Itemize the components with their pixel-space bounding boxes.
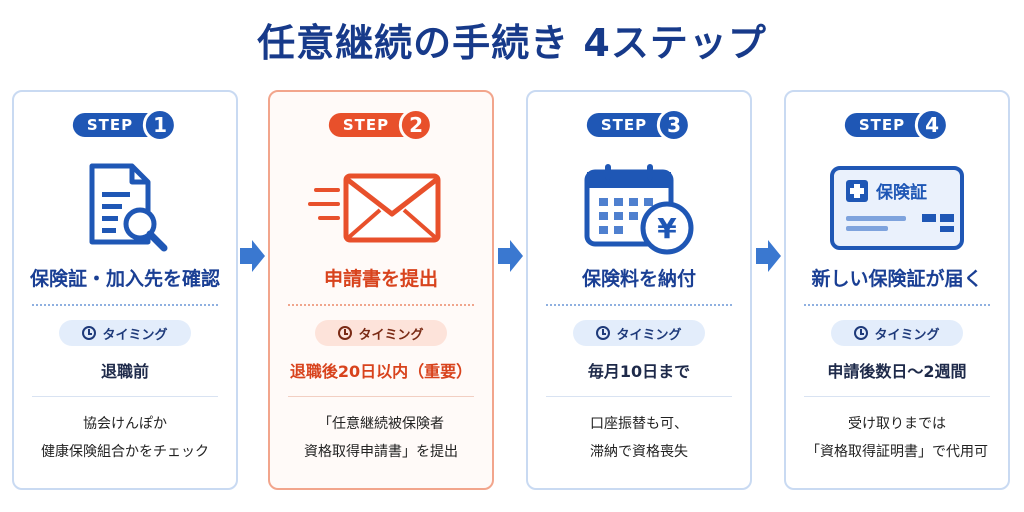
timing-label: タイミング [358, 327, 424, 343]
document-search-icon [89, 163, 168, 252]
timing-label: タイミング [616, 327, 682, 343]
clock-icon [596, 326, 611, 340]
divider [546, 396, 732, 397]
svg-text:¥: ¥ [657, 212, 677, 245]
step-badge: STEP 4 [844, 108, 950, 142]
step-number: 1 [143, 108, 178, 142]
divider [32, 396, 218, 397]
step-description: 協会けんぽか 健康保険組合かをチェック [41, 416, 209, 460]
timing-badge: タイミング [315, 320, 447, 346]
timing-badge: タイミング [831, 320, 963, 346]
clock-icon [854, 326, 869, 340]
dotted-divider [546, 304, 732, 306]
step-card-2: STEP 2 申請書を提出 タイミング 退職後20日以内（重要） 「任意継続被保… [268, 90, 494, 490]
step-label: STEP [844, 113, 928, 137]
step-label: STEP [72, 113, 156, 137]
step-description: 口座振替も可、 滞納で資格喪失 [590, 416, 688, 460]
step-badge: STEP 3 [586, 108, 692, 142]
step-number: 3 [657, 108, 692, 142]
timing-badge: タイミング [59, 320, 191, 346]
calendar-yen-icon: ¥ [584, 164, 694, 255]
step-card-3: STEP 3 ¥ 保険料を納付 タイミング 毎月10日まで 口座振替も可、 滞納… [526, 90, 752, 490]
timing-label: タイミング [874, 327, 940, 343]
dotted-divider [288, 304, 474, 306]
step-badge: STEP 2 [328, 108, 434, 142]
step-title: 保険料を納付 [581, 268, 696, 290]
step-label: STEP [586, 113, 670, 137]
timing-value: 退職前 [100, 362, 149, 381]
card-label: 保険証 [875, 182, 927, 203]
step-card-1: STEP 1 保険証・加入先を確認 タイミング 退職前 協会けんぽか 健康保険組… [12, 90, 238, 490]
step-number: 2 [399, 108, 434, 142]
divider [288, 396, 474, 397]
arrow-right-icon [240, 240, 265, 272]
step-number: 4 [915, 108, 950, 142]
envelope-icon [308, 173, 441, 243]
dotted-divider [804, 304, 990, 306]
step-title: 申請書を提出 [323, 268, 438, 290]
step-title: 保険証・加入先を確認 [29, 268, 220, 290]
timing-label: タイミング [102, 327, 168, 343]
arrow-right-icon [756, 240, 781, 272]
step-card-4: STEP 4 保険証 新しい保険証が届く タイミング 申請後数日〜2週間 受け取… [784, 90, 1010, 490]
insurance-card-icon: 保険証 [830, 166, 964, 250]
page-title: 任意継続の手続き 4ステップ [257, 21, 767, 65]
step-title: 新しい保険証が届く [811, 268, 983, 290]
clock-icon [338, 326, 353, 340]
step-badge: STEP 1 [72, 108, 178, 142]
step-description: 受け取りまでは 「資格取得証明書」で代用可 [806, 416, 988, 460]
timing-badge: タイミング [573, 320, 705, 346]
dotted-divider [32, 304, 218, 306]
clock-icon [82, 326, 97, 340]
step-label: STEP [328, 113, 412, 137]
divider [804, 396, 990, 397]
arrow-right-icon [498, 240, 523, 272]
timing-value: 退職後20日以内（重要） [289, 362, 473, 381]
timing-value: 毎月10日まで [587, 362, 691, 381]
timing-value: 申請後数日〜2週間 [827, 362, 967, 381]
step-description: 「任意継続被保険者 資格取得申請書」を提出 [304, 416, 458, 460]
